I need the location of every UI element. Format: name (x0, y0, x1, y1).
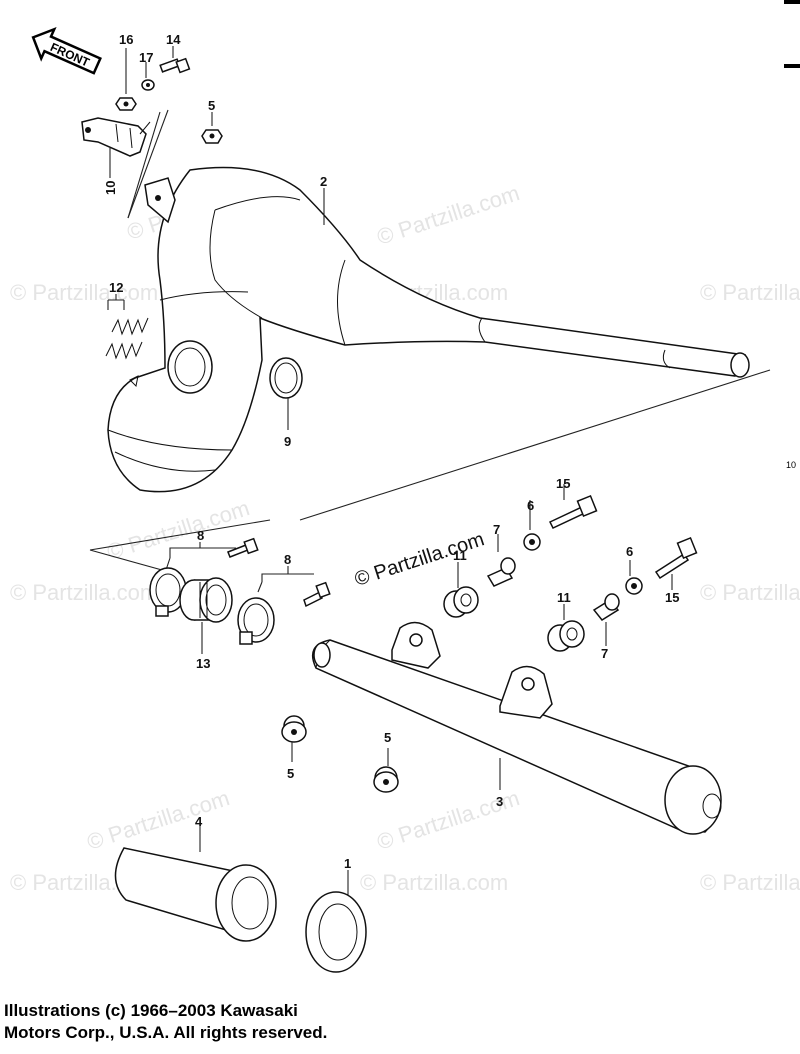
part-label-7: 7 (493, 522, 500, 537)
part-15-bolt-lower (654, 536, 698, 590)
part-labels: 16 17 14 5 10 2 12 9 8 8 13 15 6 7 11 6 … (103, 32, 679, 871)
part-label-5b: 5 (287, 766, 294, 781)
part-label-5c: 5 (384, 730, 391, 745)
watermark: © Partzilla.com (700, 580, 800, 605)
part-17-washer (141, 62, 155, 91)
edge-mark (784, 64, 800, 68)
copyright-notice: Illustrations (c) 1966–2003 Kawasaki Mot… (4, 1000, 327, 1044)
part-16-nut (115, 48, 137, 111)
part-label-3: 3 (496, 794, 503, 809)
part-13-sleeve (179, 577, 233, 654)
part-11-damper-lower (547, 604, 585, 652)
part-6-washer-upper (523, 500, 541, 551)
front-arrow-icon: FRONT (31, 27, 102, 75)
watermark: © Partzilla.com (374, 180, 523, 250)
part-1-gasket (305, 870, 367, 973)
part-14-bolt (159, 46, 191, 74)
part-label-4: 4 (195, 814, 203, 829)
edge-mark (784, 0, 800, 4)
part-5-nut-top (201, 112, 223, 144)
watermark: © Partzilla.com (10, 280, 158, 305)
part-label-8b: 8 (284, 552, 291, 567)
part-label-14: 14 (166, 32, 181, 47)
part-label-10: 10 (103, 181, 118, 195)
part-label-7b: 7 (601, 646, 608, 661)
part-5-nut-middle (281, 715, 307, 762)
part-label-6b: 6 (626, 544, 633, 559)
part-label-12: 12 (109, 280, 123, 295)
part-label-9: 9 (284, 434, 291, 449)
part-9-gasket (269, 357, 303, 430)
page-marker: 10 (786, 460, 796, 470)
part-label-2: 2 (320, 174, 327, 189)
part-8-clamp-left (149, 542, 236, 617)
part-15-bolt-upper (548, 484, 598, 529)
part-label-11: 11 (453, 548, 467, 563)
part-2-expansion-chamber (107, 166, 750, 493)
copyright-line-2: Motors Corp., U.S.A. All rights reserved… (4, 1023, 328, 1042)
part-4-baffle-tube (114, 826, 277, 942)
part-3-silencer (312, 621, 722, 835)
watermark: © Partzilla.com (360, 870, 508, 895)
part-8-clamp-right (237, 566, 314, 645)
part-label-15b: 15 (665, 590, 679, 605)
watermark: © Partzilla.com (700, 870, 800, 895)
part-label-17: 17 (139, 50, 153, 65)
watermark: © Partzilla.com (10, 580, 158, 605)
part-label-5: 5 (208, 98, 215, 113)
part-5-nut-lower (373, 748, 399, 793)
part-10-bracket (81, 117, 151, 178)
part-label-11b: 11 (557, 590, 571, 605)
part-label-15: 15 (556, 476, 570, 491)
part-label-16: 16 (119, 32, 133, 47)
part-label-8: 8 (197, 528, 204, 543)
watermark: © Partzilla.com (84, 785, 233, 855)
part-label-13: 13 (196, 656, 210, 671)
part-6-washer-lower (625, 560, 643, 595)
part-label-1: 1 (344, 856, 351, 871)
part-8-bolt-right (303, 581, 331, 608)
part-12-springs (105, 294, 149, 360)
part-7-collar-upper (486, 534, 516, 587)
part-label-6: 6 (527, 498, 534, 513)
copyright-line-1: Illustrations (c) 1966–2003 Kawasaki (4, 1001, 298, 1020)
part-8-bolt-left (227, 537, 259, 558)
part-7-collar-lower (592, 593, 620, 646)
part-11-damper-upper (443, 562, 479, 618)
watermark: © Partzilla.com (700, 280, 800, 305)
